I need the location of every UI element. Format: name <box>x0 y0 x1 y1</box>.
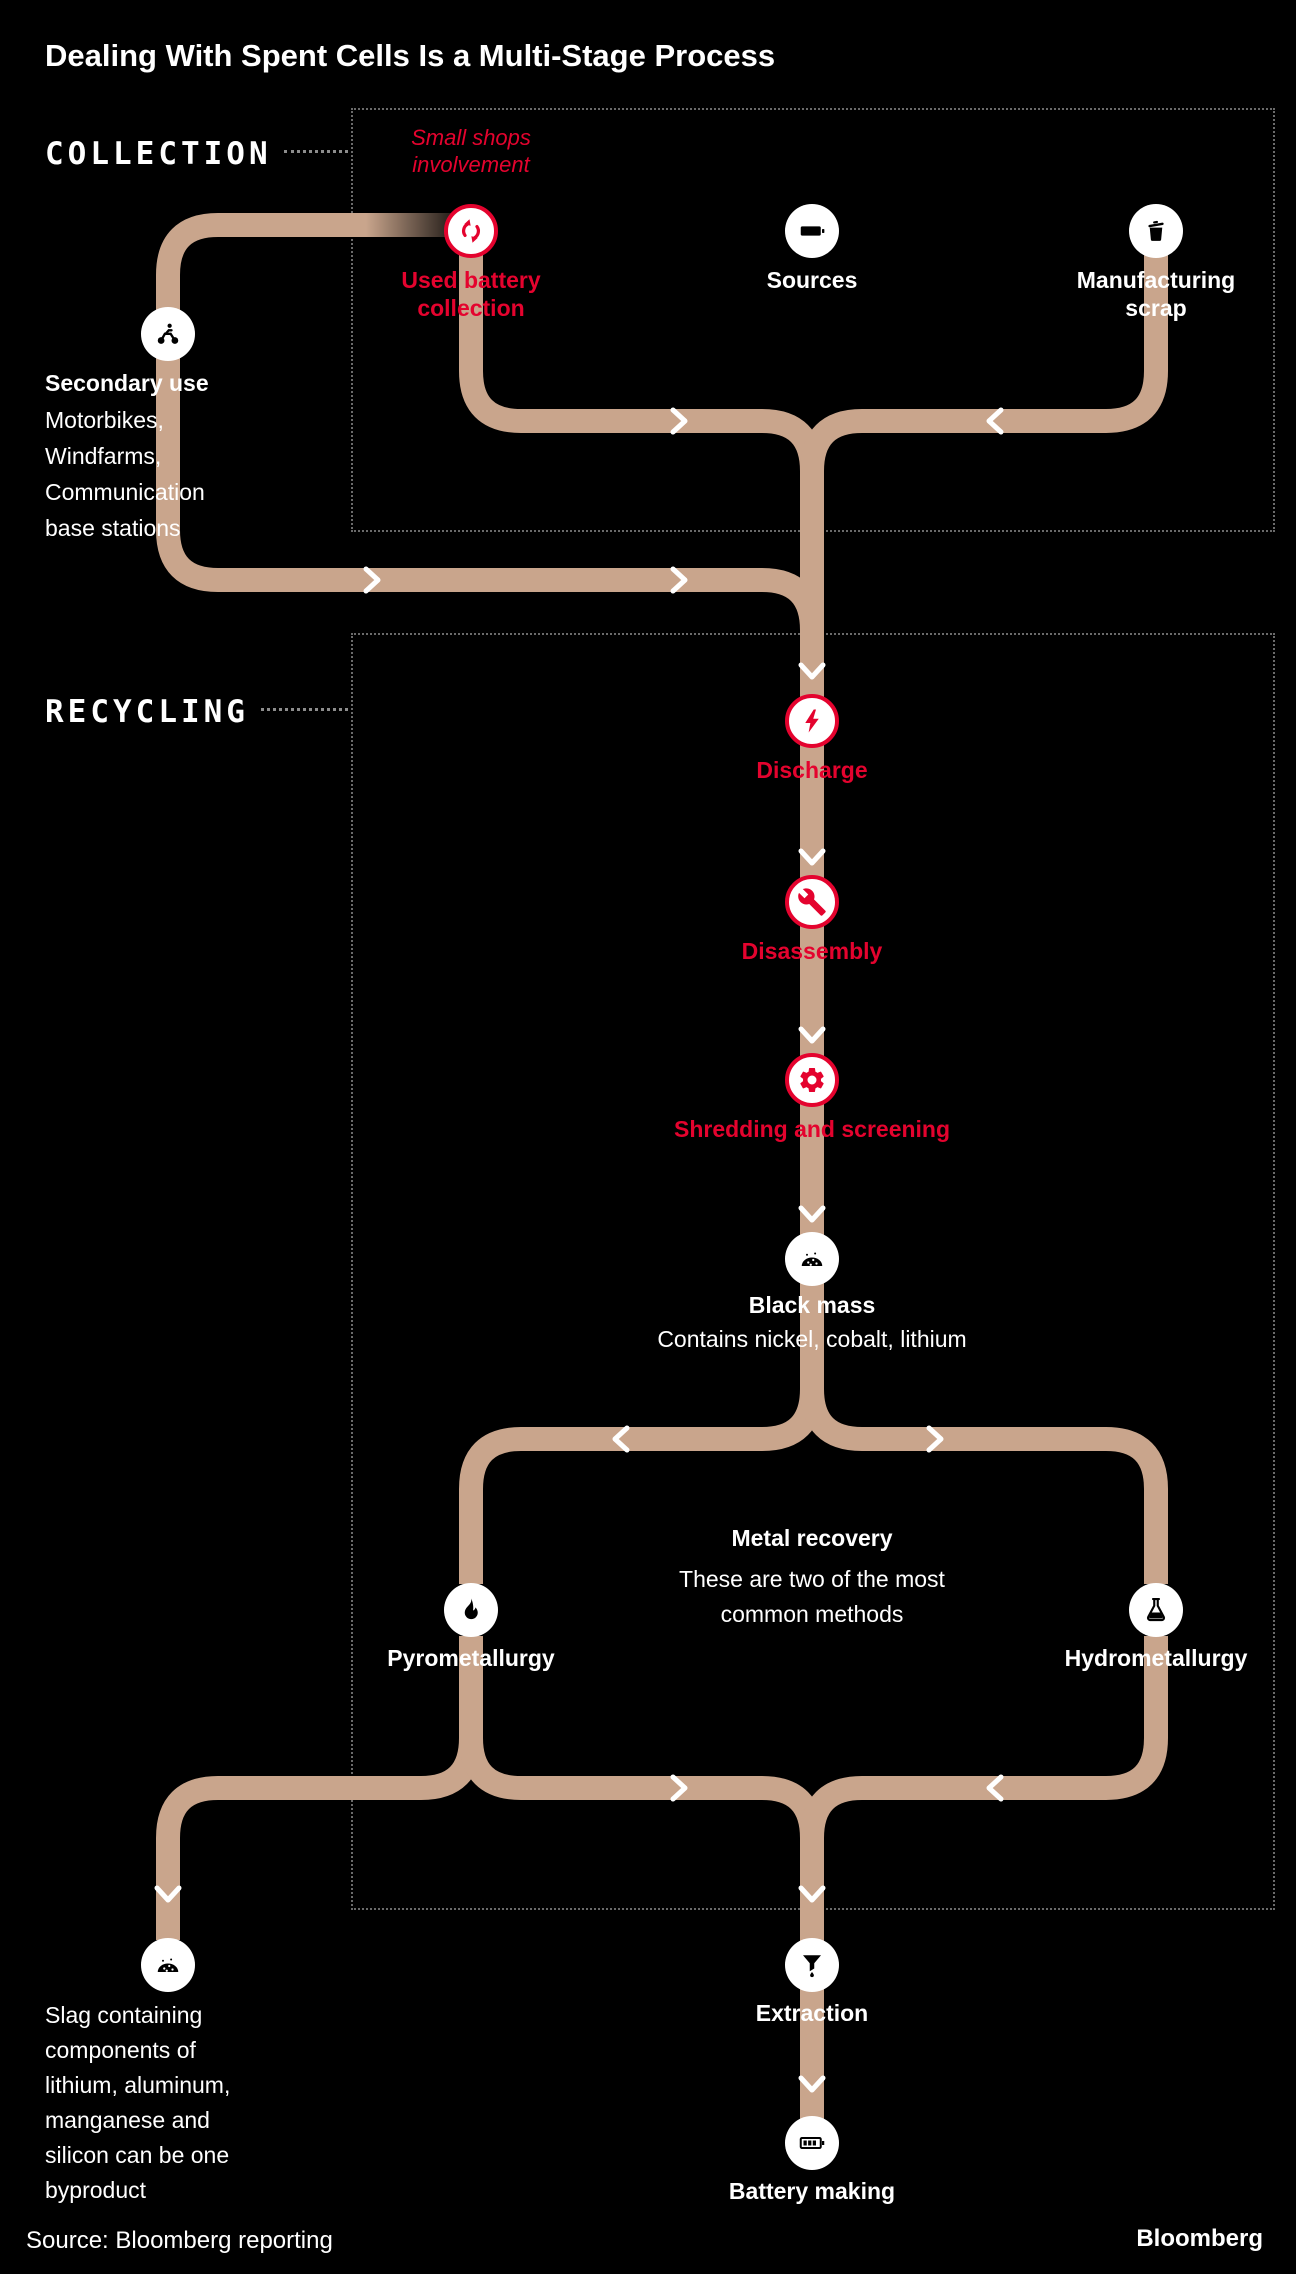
collection-leader-line <box>284 150 348 153</box>
shredding-node <box>785 1053 839 1107</box>
used-battery-collection-label: Used battery collection <box>401 267 541 321</box>
bloomberg-logo: Bloomberg <box>1136 2225 1263 2252</box>
black-mass-icon <box>801 1252 823 1266</box>
extraction-node <box>785 1938 839 1992</box>
arrow-down <box>154 1885 182 1903</box>
arrow-left <box>612 1425 630 1453</box>
discharge-label: Discharge <box>756 757 868 783</box>
arrow-right <box>670 407 688 435</box>
pipe-hydro-to-extraction <box>800 1636 1168 1839</box>
recycling-leader-line <box>261 708 348 711</box>
arrow-down <box>798 848 826 866</box>
secondary-use-node <box>141 307 195 361</box>
flame-icon <box>464 1598 478 1620</box>
arrow-down <box>798 662 826 680</box>
lightning-icon <box>805 709 819 733</box>
black-mass-node <box>785 1232 839 1286</box>
pipe-scrap-to-spine <box>800 250 1168 472</box>
flow-pipes <box>156 213 1168 2120</box>
discharge-node <box>785 694 839 748</box>
flask-icon <box>1146 1597 1166 1622</box>
small-shops-annotation: Small shops involvement <box>411 125 531 177</box>
arrow-right <box>363 566 381 594</box>
shredding-label: Shredding and screening <box>673 1116 951 1142</box>
funnel-icon <box>803 1955 821 1978</box>
pyrometallurgy-label: Pyrometallurgy <box>387 1645 555 1671</box>
black-mass-label: Black mass <box>748 1292 876 1318</box>
metal-recovery-description: These are two of the most common methods <box>679 1566 945 1627</box>
pyrometallurgy-node <box>444 1583 498 1637</box>
extraction-label: Extraction <box>755 2000 869 2026</box>
arrow-left <box>986 1774 1004 1802</box>
manufacturing-scrap-label: Manufacturing scrap <box>1076 267 1236 321</box>
battery-making-node <box>785 2116 839 2170</box>
disassembly-node <box>785 875 839 929</box>
section-label-collection: COLLECTION <box>45 136 272 172</box>
slag-icon <box>157 1958 179 1972</box>
hydrometallurgy-label: Hydrometallurgy <box>1064 1645 1248 1671</box>
battery-icon <box>800 226 825 236</box>
recycle-icon <box>461 219 481 243</box>
source-attribution: Source: Bloomberg reporting <box>26 2227 333 2254</box>
waste-bin-icon <box>1148 220 1164 241</box>
flow-arrows <box>154 407 1004 2093</box>
secondary-use-label: Secondary use <box>45 370 209 396</box>
arrow-right <box>926 1425 944 1453</box>
used-battery-collection-node <box>444 204 498 258</box>
arrow-right <box>670 566 688 594</box>
arrow-down <box>798 1885 826 1903</box>
arrow-right <box>670 1774 688 1802</box>
secondary-use-description: Motorbikes, Windfarms, Communication bas… <box>45 407 205 541</box>
pipe-to-hydrometallurgy <box>800 1339 1168 1584</box>
pipe-pyro-to-extraction <box>459 1636 824 1970</box>
page-title: Dealing With Spent Cells Is a Multi-Stag… <box>45 38 776 73</box>
slag-node <box>141 1938 195 1992</box>
motorbike-icon <box>157 323 179 344</box>
sources-label: Sources <box>766 267 858 293</box>
hydrometallurgy-node <box>1129 1583 1183 1637</box>
section-label-recycling: RECYCLING <box>45 694 249 730</box>
arrow-down <box>798 1026 826 1044</box>
battery-cells-icon <box>799 2137 825 2149</box>
manufacturing-scrap-node <box>1129 204 1183 258</box>
black-mass-description: Contains nickel, cobalt, lithium <box>657 1326 967 1352</box>
battery-making-label: Battery making <box>728 2178 896 2204</box>
sources-node <box>785 204 839 258</box>
wrench-icon <box>798 888 826 916</box>
arrow-down <box>798 2075 826 2093</box>
arrow-left <box>986 407 1004 435</box>
metal-recovery-title: Metal recovery <box>731 1525 893 1551</box>
disassembly-label: Disassembly <box>741 938 883 964</box>
gear-icon <box>800 1068 824 1092</box>
pipe-pyro-to-slag <box>156 1636 483 1940</box>
arrow-down <box>798 1205 826 1223</box>
slag-description: Slag containing components of lithium, a… <box>45 2002 231 2203</box>
